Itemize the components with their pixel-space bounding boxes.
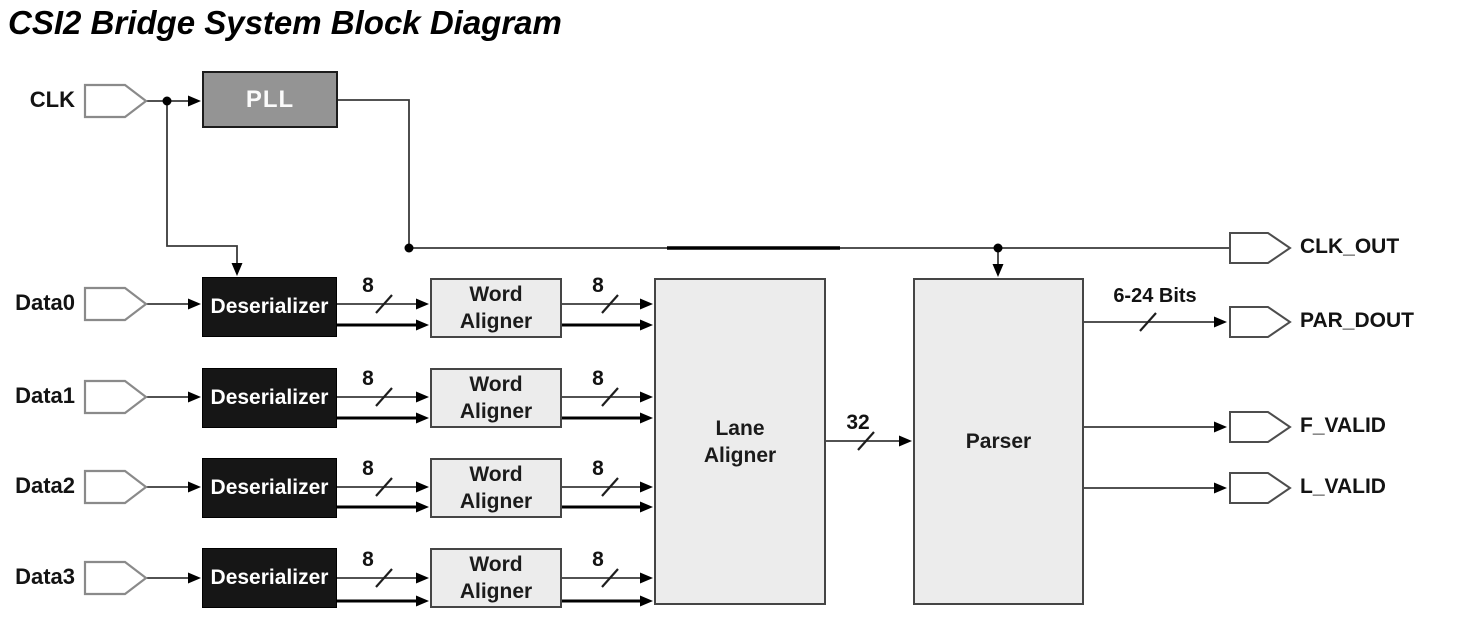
arrowhead [640, 298, 653, 310]
bus-width-label: 8 [592, 548, 604, 571]
data1-port-label: Data1 [15, 383, 75, 408]
arrowhead [640, 595, 653, 607]
arrowhead [416, 298, 429, 310]
pll-block: PLL [202, 71, 338, 128]
bus-slash-icon [375, 568, 393, 588]
bus-slash-icon [857, 431, 875, 451]
data3-port-label: Data3 [15, 564, 75, 589]
bus-width-label: 8 [592, 367, 604, 390]
bus-width-label-par-dout: 6-24 Bits [1113, 285, 1197, 307]
data3-port-icon [83, 560, 148, 596]
word-aligner-block-0: Word Aligner [430, 278, 562, 338]
data1-port-icon [83, 379, 148, 415]
arrowhead [640, 501, 653, 513]
word-aligner-block-3: Word Aligner [430, 548, 562, 608]
arrowhead [640, 572, 653, 584]
word-aligner-block-1: Word Aligner [430, 368, 562, 428]
bus-slash-icon [601, 387, 619, 407]
word-aligner-block-2: Word Aligner [430, 458, 562, 518]
bus-width-label: 8 [362, 274, 374, 297]
arrowhead [640, 481, 653, 493]
junction-dot [162, 96, 172, 106]
junction-dot [404, 243, 414, 253]
data0-port-icon [83, 286, 148, 322]
wire-clk-branch [166, 101, 238, 263]
diagram-title: CSI2 Bridge System Block Diagram [8, 4, 562, 41]
l-valid-port-label: L_VALID [1300, 475, 1386, 498]
arrowhead [416, 501, 429, 513]
bus-slash-icon [601, 477, 619, 497]
lane-aligner-block: Lane Aligner [654, 278, 826, 605]
clk-out-port-icon [1229, 232, 1292, 264]
bus-slash-icon [375, 477, 393, 497]
arrowhead [1214, 316, 1227, 328]
arrowhead [416, 572, 429, 584]
arrowhead [416, 412, 429, 424]
arrowhead [640, 391, 653, 403]
bus-slash-icon [601, 568, 619, 588]
arrowhead [188, 572, 201, 584]
bus-width-label: 8 [592, 457, 604, 480]
par-dout-port-icon [1229, 306, 1292, 338]
bus-slash-icon [1139, 312, 1157, 332]
clk-port-label: CLK [29, 87, 75, 112]
clk-out-port-label: CLK_OUT [1300, 235, 1400, 258]
arrowhead [416, 319, 429, 331]
arrowhead [899, 435, 912, 447]
deserializer-block-0: Deserializer [202, 277, 337, 337]
par-dout-port-label: PAR_DOUT [1300, 309, 1414, 332]
f-valid-port-label: F_VALID [1300, 414, 1386, 437]
arrowhead [188, 95, 201, 107]
f-valid-port-icon [1229, 411, 1292, 443]
arrowhead [992, 264, 1004, 277]
bus-width-label: 8 [362, 548, 374, 571]
arrowhead [416, 481, 429, 493]
data2-port-icon [83, 469, 148, 505]
deserializer-block-1: Deserializer [202, 368, 337, 428]
deserializer-block-3: Deserializer [202, 548, 337, 608]
arrowhead [1214, 421, 1227, 433]
clk-port-icon [83, 83, 148, 119]
deserializer-block-2: Deserializer [202, 458, 337, 518]
arrowhead [640, 319, 653, 331]
arrowhead [1214, 482, 1227, 494]
bus-slash-icon [601, 294, 619, 314]
l-valid-port-icon [1229, 472, 1292, 504]
arrowhead [640, 412, 653, 424]
bus-width-label: 8 [362, 457, 374, 480]
arrowhead [231, 263, 243, 276]
arrowhead [416, 391, 429, 403]
bus-width-label-32: 32 [846, 411, 870, 434]
arrowhead [188, 298, 201, 310]
bus-slash-icon [375, 387, 393, 407]
bus-slash-icon [375, 294, 393, 314]
parser-block: Parser [913, 278, 1084, 605]
junction-dot [993, 243, 1003, 253]
arrowhead [188, 391, 201, 403]
arrowhead [416, 595, 429, 607]
wire-pll-out [338, 99, 410, 248]
data2-port-label: Data2 [15, 473, 75, 498]
bus-width-label: 8 [362, 367, 374, 390]
arrowhead [188, 481, 201, 493]
data0-port-label: Data0 [15, 290, 75, 315]
bus-width-label: 8 [592, 274, 604, 297]
